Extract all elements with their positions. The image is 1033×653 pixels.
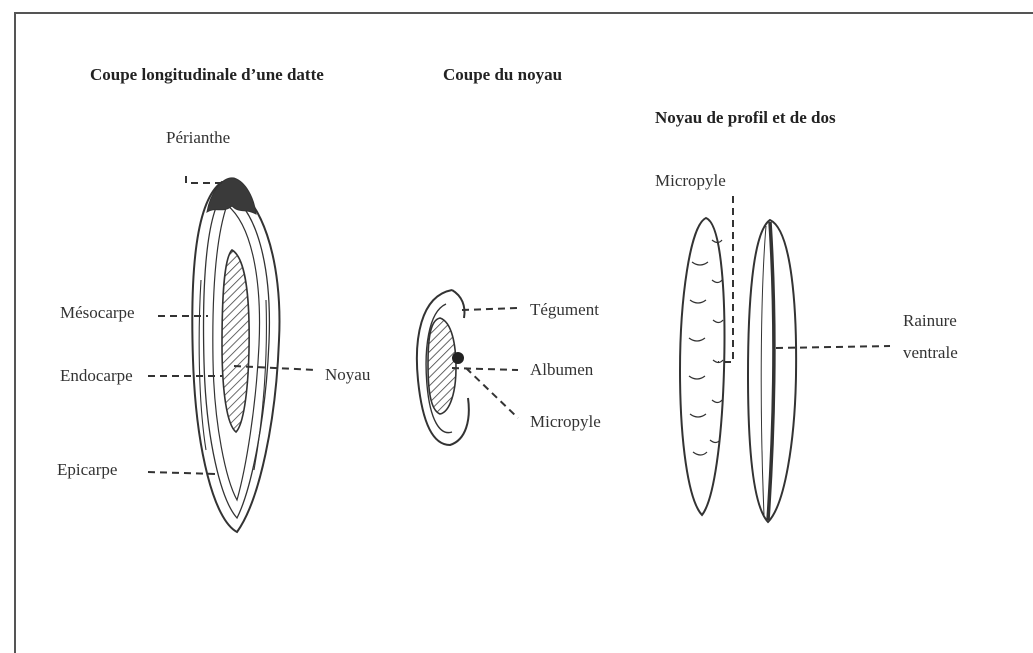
label-mesocarpe: Mésocarpe bbox=[60, 303, 135, 322]
leader-perianthe bbox=[186, 176, 222, 183]
label-micropyle-coupe: Micropyle bbox=[530, 412, 601, 431]
profil-drawing bbox=[680, 218, 796, 522]
title-profil: Noyau de profil et de dos bbox=[655, 108, 836, 127]
panel-coupe-noyau: Coupe du noyau Tégument Albumen Micropyl… bbox=[417, 65, 601, 445]
leader-rainure bbox=[776, 346, 890, 348]
title-coupe-noyau: Coupe du noyau bbox=[443, 65, 562, 84]
title-datte: Coupe longitudinale d’une datte bbox=[90, 65, 324, 84]
micropyle-dot bbox=[452, 352, 464, 364]
leader-tegument bbox=[462, 308, 518, 310]
coupe-noyau-drawing bbox=[417, 290, 469, 445]
leader-albumen bbox=[452, 368, 518, 370]
label-perianthe: Périanthe bbox=[166, 128, 230, 147]
label-albumen: Albumen bbox=[530, 360, 594, 379]
label-noyau: Noyau bbox=[325, 365, 371, 384]
label-endocarpe: Endocarpe bbox=[60, 366, 133, 385]
label-rainure: Rainure bbox=[903, 311, 957, 330]
label-micropyle-profil: Micropyle bbox=[655, 171, 726, 190]
label-tegument: Tégument bbox=[530, 300, 599, 319]
datte-drawing bbox=[192, 178, 279, 532]
panel-datte: Coupe longitudinale d’une datte Périanth… bbox=[57, 65, 371, 532]
leader-micropyle-coupe bbox=[466, 368, 518, 418]
panel-profil: Noyau de profil et de dos Micropyle Rain… bbox=[655, 108, 958, 522]
label-epicarpe: Epicarpe bbox=[57, 460, 117, 479]
label-ventrale: ventrale bbox=[903, 343, 958, 362]
